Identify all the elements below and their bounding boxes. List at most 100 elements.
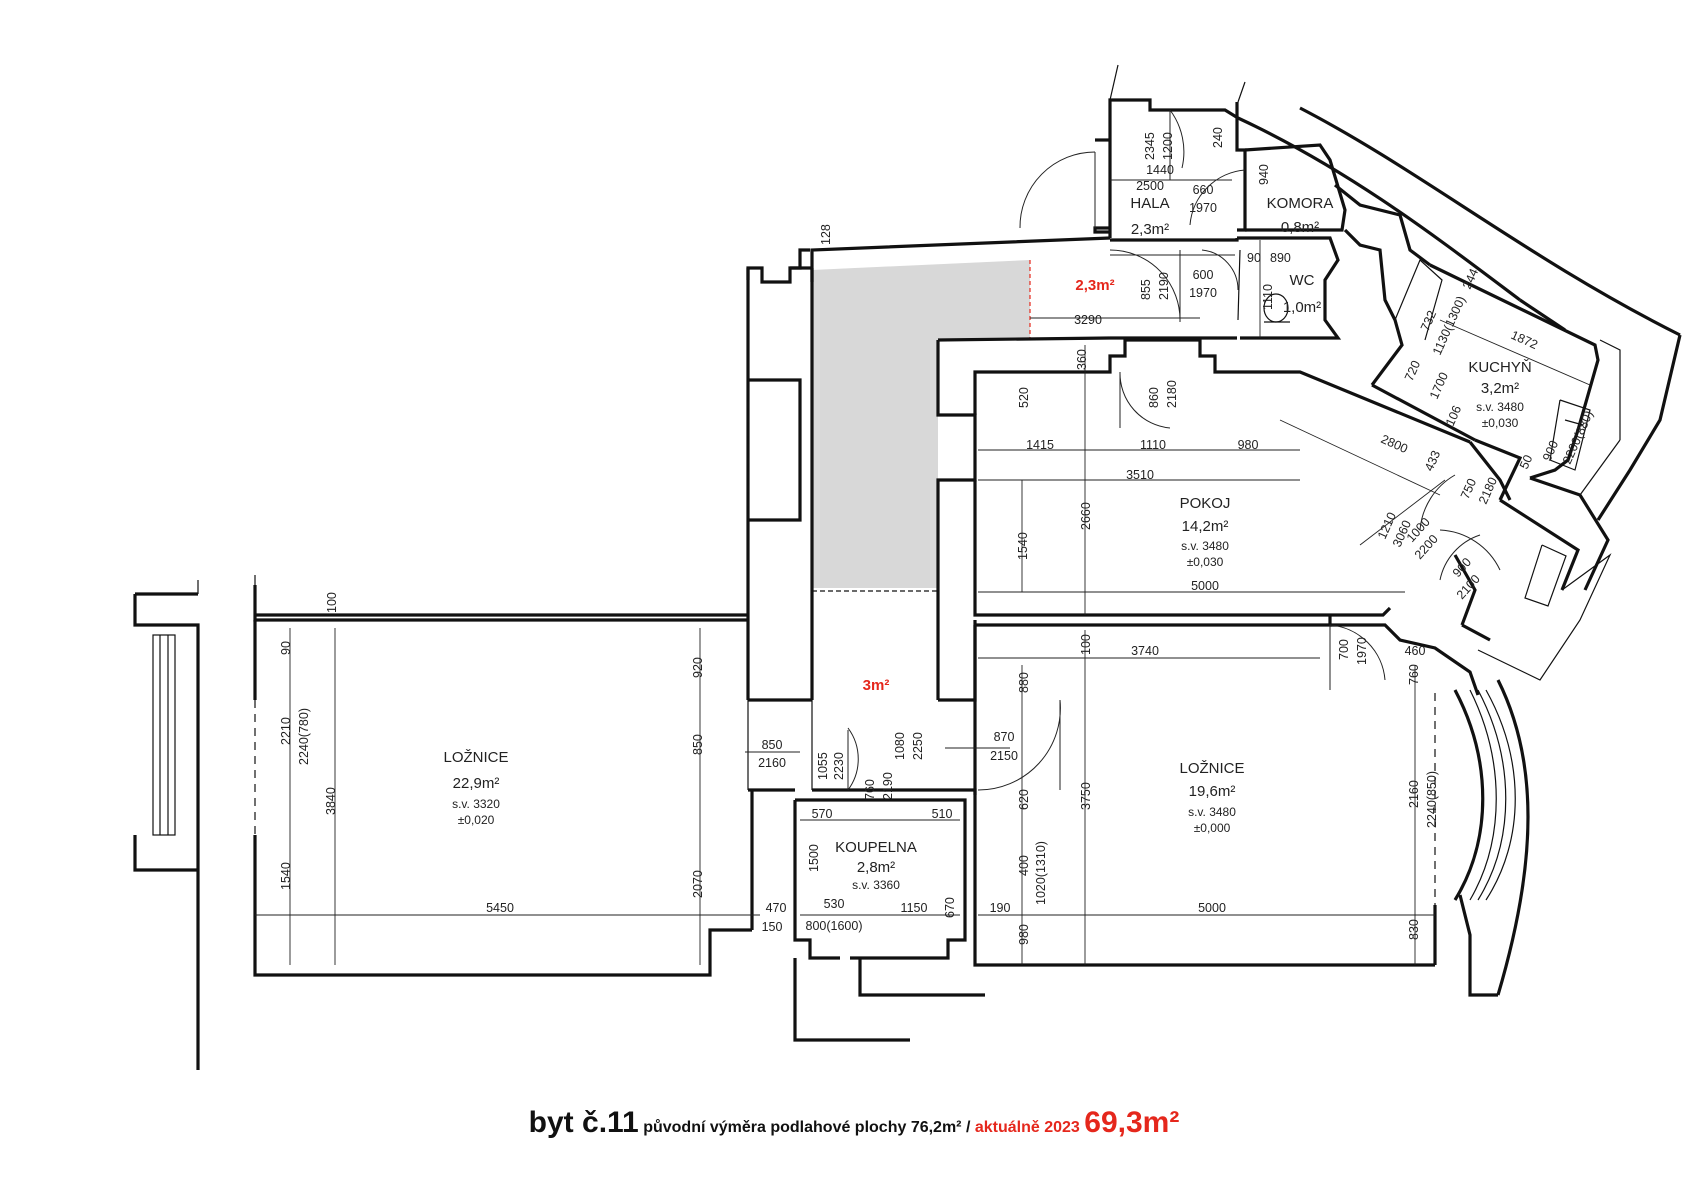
- room-koupelna-sv: s.v. 3360: [852, 878, 900, 892]
- dim-label: 1055: [816, 752, 830, 780]
- room-pokoj-area: 14,2m²: [1182, 518, 1229, 535]
- dim-label: 850: [691, 734, 705, 755]
- room-pokoj-sv: s.v. 3480: [1181, 539, 1229, 553]
- dim-label: 980: [1238, 438, 1259, 452]
- dim-label: 1970: [1189, 201, 1217, 215]
- dim-label: 600: [1193, 268, 1214, 282]
- red-area-corridor-mid: 3m²: [863, 677, 890, 694]
- room-loznice-left-area: 22,9m²: [453, 775, 500, 792]
- dim-label: 2250: [911, 732, 925, 760]
- dim-label: 2240(780): [297, 708, 311, 765]
- dim-label: 400: [1017, 855, 1031, 876]
- dim-label: 760: [863, 779, 877, 800]
- room-kuchyn-name: KUCHYŇ: [1468, 359, 1531, 376]
- dim-label: 720: [1402, 358, 1423, 383]
- dim-label: 850: [762, 738, 783, 752]
- dim-label: 1110: [1140, 438, 1166, 452]
- dim-label: 670: [943, 897, 957, 918]
- dim-label: 3290: [1074, 313, 1102, 327]
- original-area-text: původní výměra podlahové plochy 76,2m² /: [643, 1119, 971, 1136]
- dim-label: 2190: [1157, 272, 1171, 300]
- dim-label: 1440: [1146, 163, 1174, 177]
- dim-label: 106: [1443, 403, 1464, 428]
- dim-label: 860: [1147, 387, 1161, 408]
- dim-label: 1970: [1189, 286, 1217, 300]
- dim-label: 1872: [1509, 328, 1540, 352]
- dim-label: 530: [824, 897, 845, 911]
- dim-label: 1700: [1427, 370, 1451, 401]
- room-loznice-right-area: 19,6m²: [1189, 783, 1236, 800]
- room-kuchyn-sv: s.v. 3480: [1476, 400, 1524, 414]
- dim-label: 2180: [1476, 475, 1500, 506]
- dim-label: 2500: [1136, 179, 1164, 193]
- dim-label: 50: [1517, 453, 1535, 471]
- dim-label: 890: [1270, 251, 1291, 265]
- dim-label: 1415: [1026, 438, 1054, 452]
- dim-label: 1080: [893, 732, 907, 760]
- room-kuchyn-area: 3,2m²: [1481, 380, 1519, 397]
- dim-label: 2180: [1165, 380, 1179, 408]
- dim-label: 3840: [324, 787, 338, 815]
- dim-label: 1150: [901, 901, 928, 915]
- dim-label: 1020(1310): [1034, 841, 1048, 905]
- room-loznice-right-level: ±0,000: [1194, 821, 1231, 835]
- dim-label: 2160: [758, 756, 786, 770]
- dim-label: 920: [691, 657, 705, 678]
- dim-label: 800(1600): [806, 919, 863, 933]
- current-area-label: aktuálně 2023: [974, 1119, 1080, 1136]
- dim-label: 760: [1407, 664, 1421, 685]
- red-area-corridor-top: 2,3m²: [1075, 277, 1114, 294]
- dim-label: 2240(850): [1425, 771, 1439, 828]
- dim-label: 520: [1017, 387, 1031, 408]
- dim-label: 360: [1075, 349, 1089, 370]
- room-wc-area: 1,0m²: [1283, 299, 1321, 316]
- dim-label: 460: [1405, 644, 1426, 658]
- dim-label: 870: [994, 730, 1015, 744]
- dim-label: 2160: [1407, 780, 1421, 808]
- dim-label: 880: [1017, 672, 1031, 693]
- current-area-value: 69,3m²: [1084, 1106, 1180, 1139]
- room-pokoj-level: ±0,030: [1187, 555, 1224, 569]
- room-wc-name: WC: [1290, 272, 1315, 289]
- dim-label: 1970: [1355, 637, 1369, 665]
- dim-label: 433: [1422, 448, 1443, 473]
- dim-label: 750: [1458, 476, 1479, 501]
- dim-label: 190: [990, 901, 1011, 915]
- caption: byt č.11 původní výměra podlahové plochy…: [0, 1106, 1708, 1140]
- dim-label: 5000: [1198, 901, 1226, 915]
- dim-label: 2150: [990, 749, 1018, 763]
- dim-label: 980: [1017, 924, 1031, 945]
- dim-label: 1540: [1016, 532, 1030, 560]
- dim-label: 855: [1139, 279, 1153, 300]
- dim-label: 2070: [691, 870, 705, 898]
- dim-label: 2345: [1143, 132, 1157, 160]
- dim-label: 3510: [1126, 468, 1154, 482]
- room-loznice-left-level: ±0,020: [458, 813, 495, 827]
- dim-label: 620: [1017, 789, 1031, 810]
- room-labels: HALA 2,3m² KOMORA 0,8m² WC 1,0m² KUCHYŇ …: [443, 195, 1531, 892]
- dim-label: 732: [1418, 308, 1439, 333]
- room-loznice-right-sv: s.v. 3480: [1188, 805, 1236, 819]
- dim-label: 2210: [279, 717, 293, 745]
- dim-label: 240: [1211, 127, 1225, 148]
- dim-label: 940: [1257, 164, 1271, 185]
- dim-label: 1540: [279, 862, 293, 890]
- dim-label: 90: [1247, 251, 1261, 265]
- dim-label: 510: [932, 807, 953, 821]
- room-hala-name: HALA: [1130, 195, 1169, 212]
- room-koupelna-name: KOUPELNA: [835, 839, 917, 856]
- hatched-corridor: [812, 260, 1031, 592]
- dim-label: 90: [279, 641, 293, 655]
- room-loznice-right-name: LOŽNICE: [1179, 760, 1244, 777]
- room-hala-area: 2,3m²: [1131, 221, 1169, 238]
- dim-label: 570: [812, 807, 833, 821]
- dim-label: 1110: [1261, 284, 1275, 310]
- dim-label: 3740: [1131, 644, 1159, 658]
- dim-label: 100: [325, 592, 339, 613]
- apartment-title: byt č.11: [528, 1106, 639, 1139]
- dim-label: 2660: [1079, 502, 1093, 530]
- dim-label: 1500: [807, 844, 821, 872]
- room-pokoj-name: POKOJ: [1180, 495, 1231, 512]
